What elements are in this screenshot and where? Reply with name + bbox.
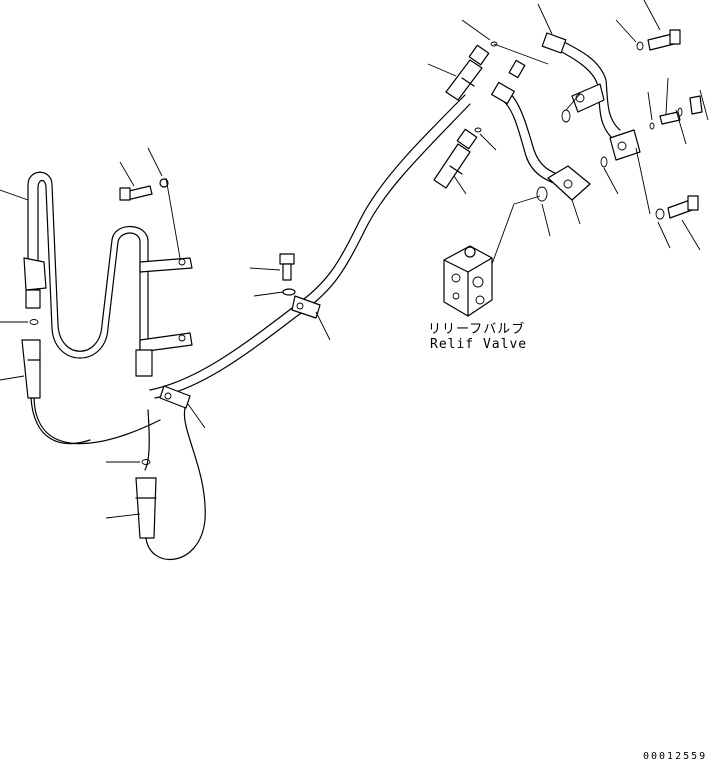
upper-hoses bbox=[427, 19, 549, 195]
relief-valve-label-en: Relif Valve bbox=[430, 337, 528, 352]
relief-valve bbox=[443, 195, 541, 317]
relief-valve-label-jp: リリーフバルブ bbox=[428, 322, 526, 337]
right-tube-assembly bbox=[491, 0, 709, 251]
left-tube-assembly bbox=[0, 147, 193, 445]
center-hose bbox=[33, 94, 471, 561]
drawing-number: 00012559 bbox=[643, 751, 708, 762]
